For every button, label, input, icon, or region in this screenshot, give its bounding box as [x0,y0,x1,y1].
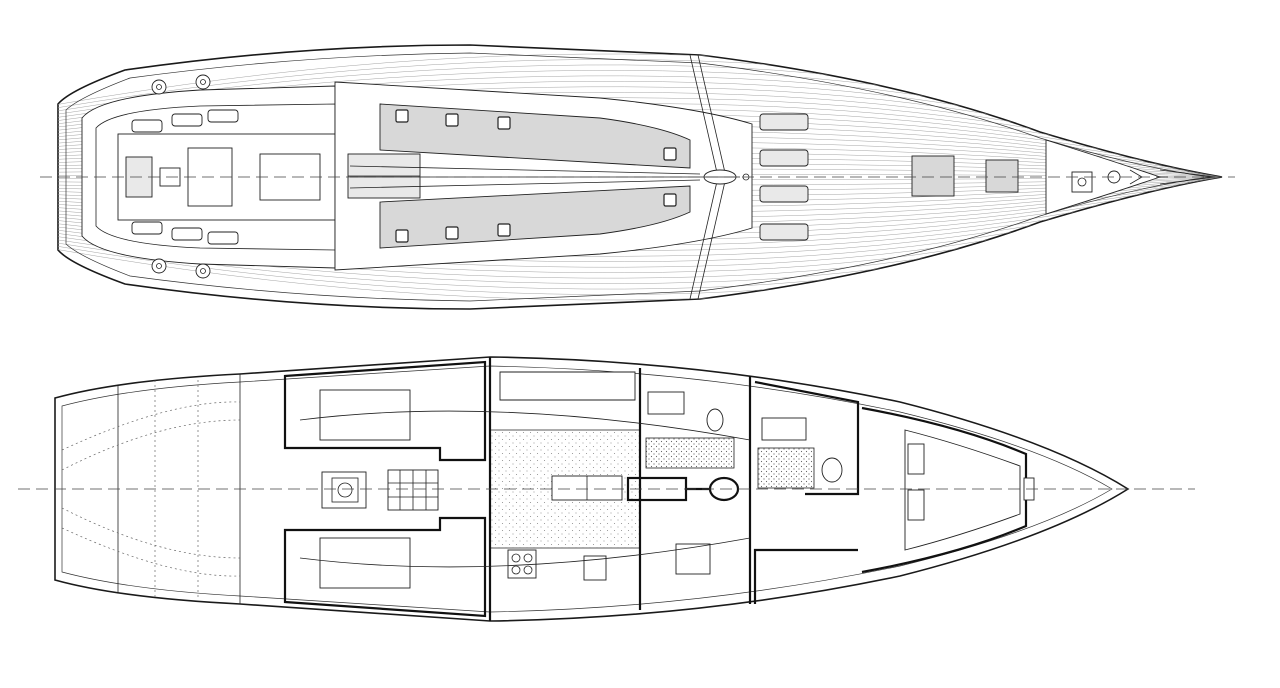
galley-sink [583,555,607,581]
keel-outline-starboard [299,537,751,568]
engine [321,471,367,509]
deck-inner-line [65,52,1211,302]
interior-hull-inner [61,365,1113,613]
stove-burners [511,553,533,575]
toilet-port [706,408,724,432]
settee-port [499,371,636,401]
shower-floor [757,447,815,489]
fwd-hanging-locker-1 [907,443,925,475]
aft-berth-port [319,389,411,441]
aft-frames [61,374,241,604]
heads-floor-port [645,437,735,469]
deck-plan-view [40,44,1235,310]
foredeck-hatches [759,113,1019,241]
heads-basin-port [647,391,685,415]
keel-outline-port [299,410,751,441]
aft-cabin-starboard [283,516,487,618]
fwd-hanging-locker-2 [907,489,925,521]
heads-basin-starboard [761,417,807,441]
cockpit-lockers [131,109,239,245]
engine-grid [387,469,439,511]
coachroof-hatches [395,109,677,243]
interior-layout-view [18,356,1195,622]
aft-berth-starboard [319,537,411,589]
v-berth [904,429,1021,551]
forward-cabin [753,380,860,604]
galley-counter [675,543,711,575]
windlass [1071,171,1093,193]
aft-cabin-port [283,360,487,462]
toilet-starboard [821,457,843,483]
galley-stove [507,549,537,579]
